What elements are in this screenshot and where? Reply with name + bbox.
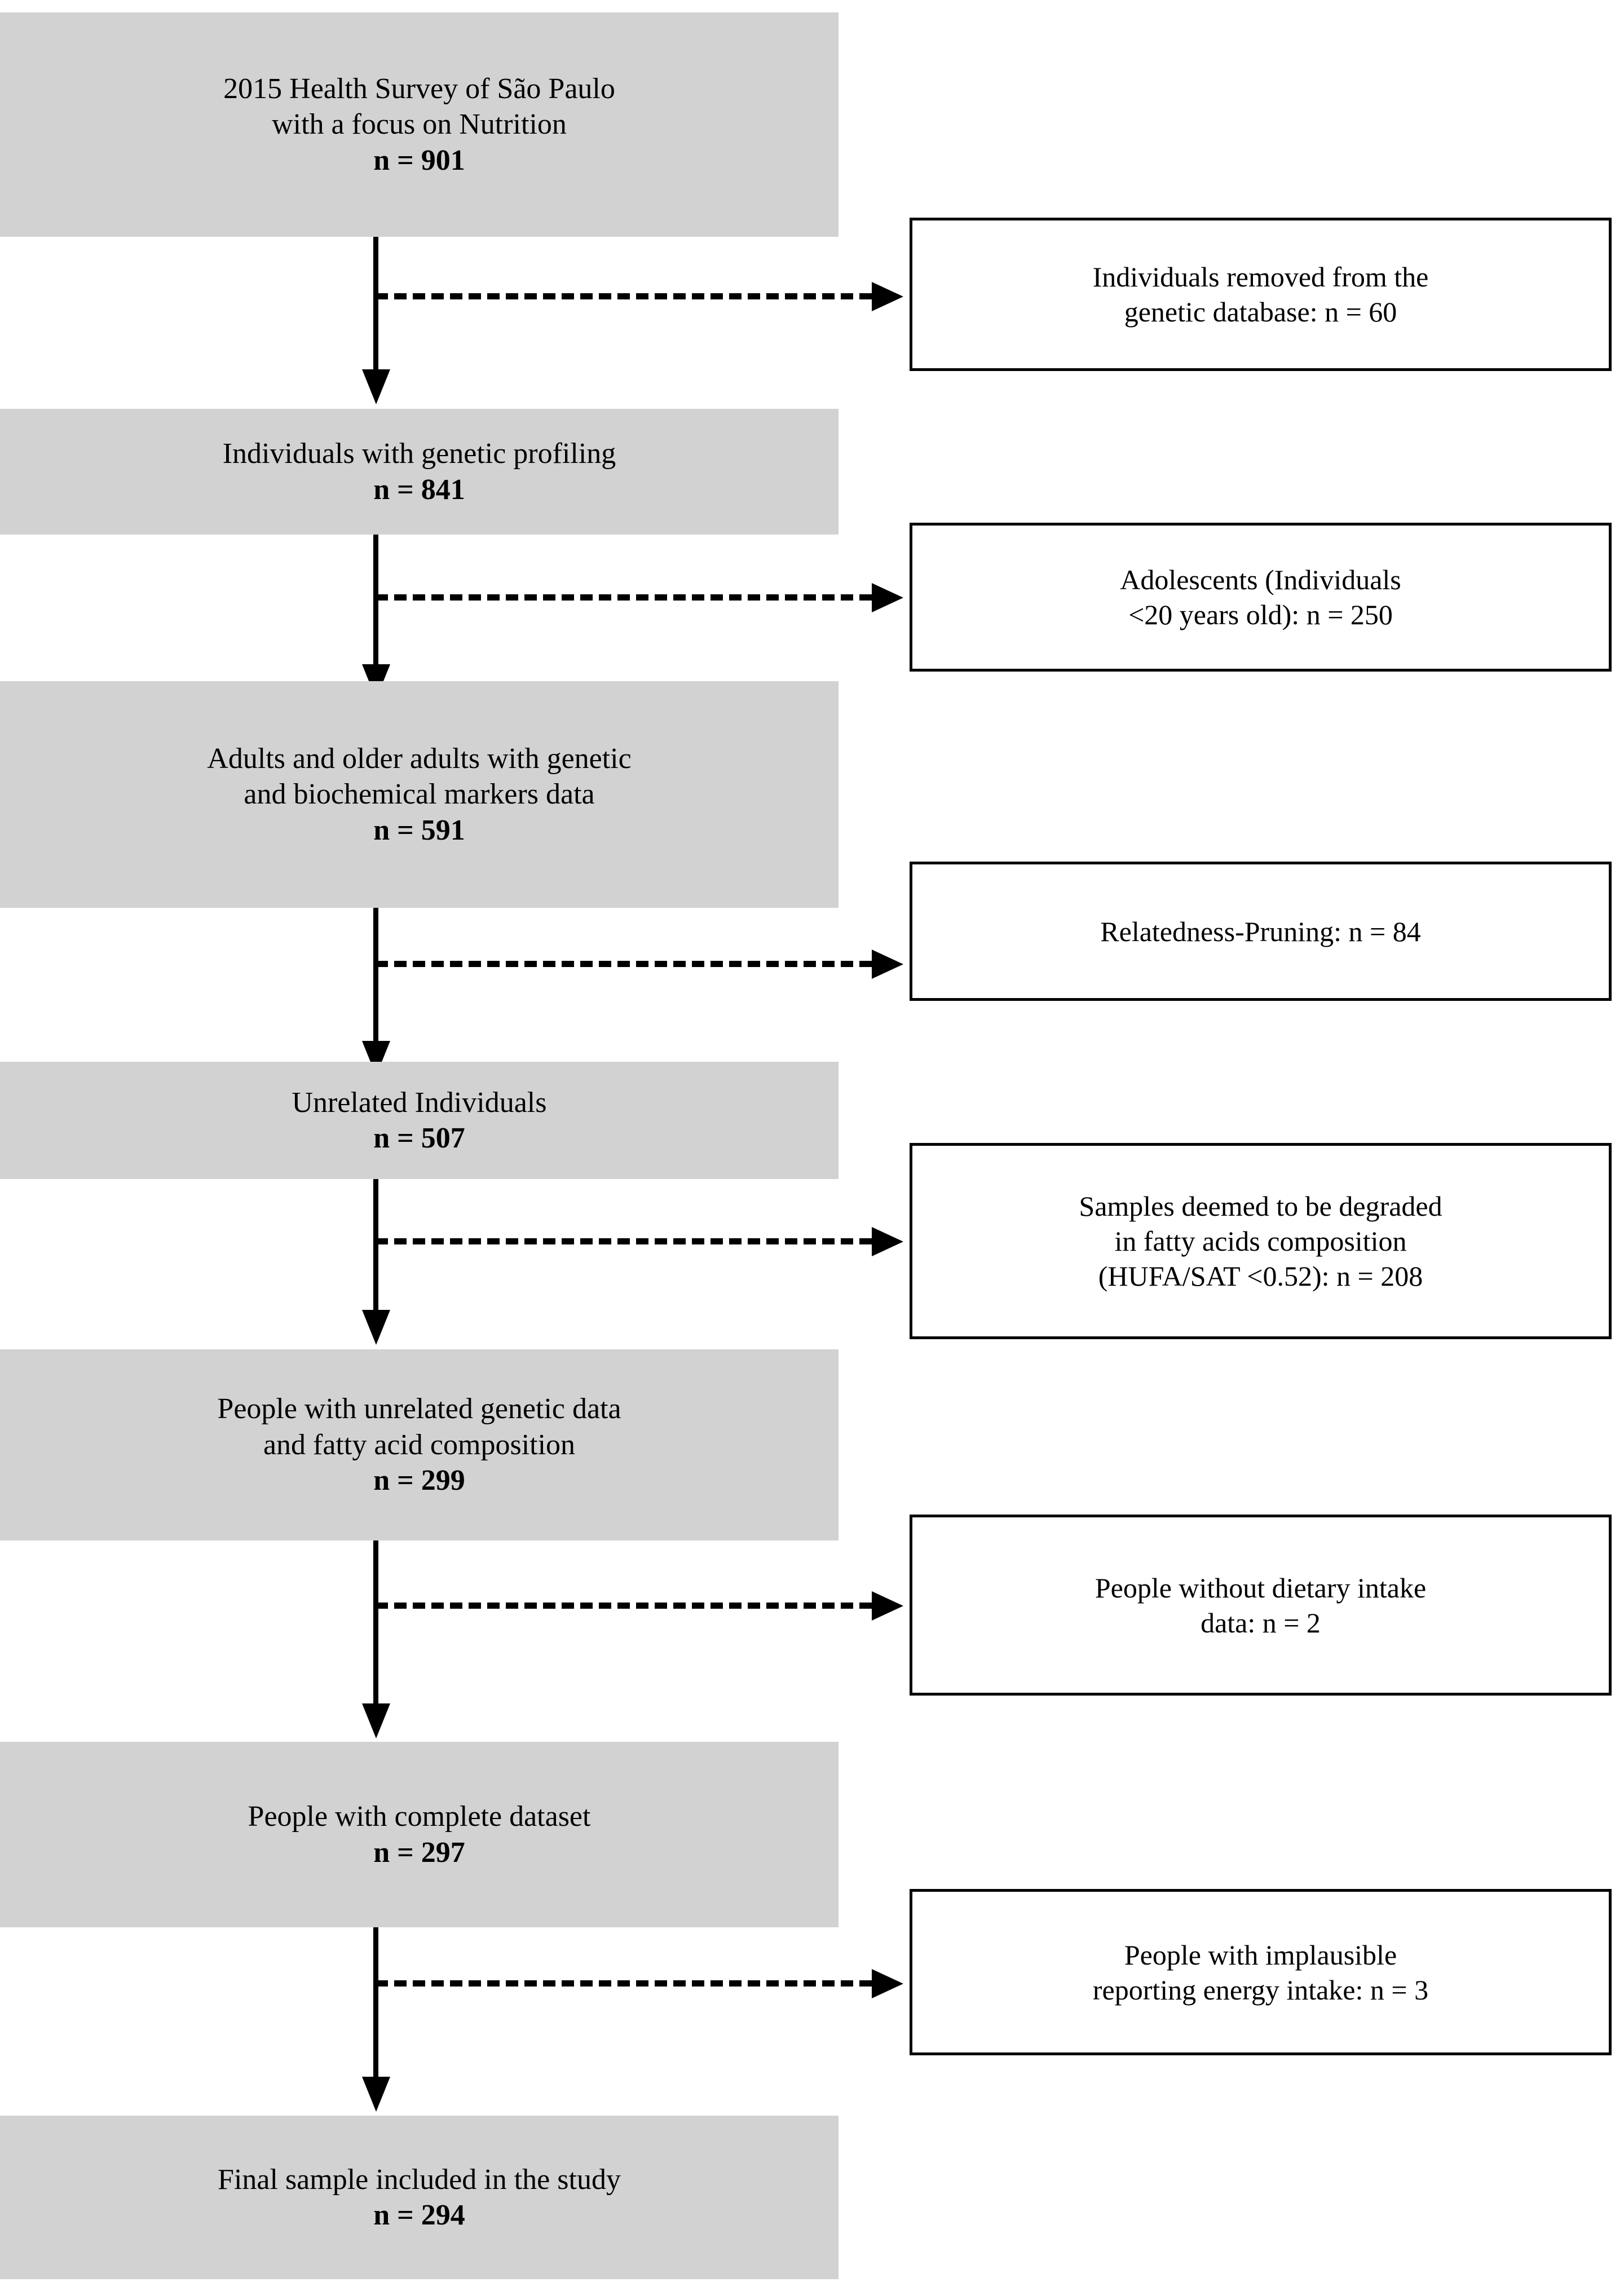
node-complete-dataset: People with complete dataset n = 297 [0,1742,839,1927]
node-fatty-acid: People with unrelated genetic data and f… [0,1349,839,1540]
connector-3-line [373,908,378,1045]
connector-1-line [373,237,378,374]
connector-4-line [373,1179,378,1314]
excl-implausible-energy: People with implausible reporting energy… [910,1889,1612,2055]
node-unrelated-line1: Unrelated Individuals [292,1086,547,1119]
connector-5-line [373,1540,378,1708]
exclusion-3-dashed-line [376,961,872,967]
node-fatty-acid-line1: People with unrelated genetic data [217,1393,621,1425]
excl-degraded-samples: Samples deemed to be degraded in fatty a… [910,1143,1612,1339]
exclusion-5-dashed-line [376,1603,872,1609]
connector-4-arrowhead [362,1310,390,1345]
exclusion-3-arrowhead [872,950,903,979]
excl-no-dietary-intake: People without dietary intake data: n = … [910,1515,1612,1696]
excl-adolescents-line1: Adolescents (Individuals [1120,564,1401,595]
node-genetic-profiling: Individuals with genetic profiling n = 8… [0,409,839,535]
excl-removed-genetic-db-line1: Individuals removed from the [1092,261,1429,293]
exclusion-5-arrowhead [872,1591,903,1621]
excl-implausible-energy-line2: reporting energy intake: n = 3 [1092,1974,1429,2006]
node-adults-markers-n: n = 591 [373,814,465,846]
excl-degraded-samples-line2: in fatty acids composition [1114,1225,1407,1257]
node-survey-line2: with a focus on Nutrition [272,108,567,141]
node-survey-line1: 2015 Health Survey of São Paulo [223,72,615,105]
node-final-sample-n: n = 294 [373,2199,465,2231]
node-final-sample: Final sample included in the study n = 2… [0,2116,839,2279]
node-final-sample-line1: Final sample included in the study [218,2163,621,2196]
node-unrelated: Unrelated Individuals n = 507 [0,1062,839,1179]
connector-6-line [373,1927,378,2081]
node-survey-n: n = 901 [373,144,465,176]
node-complete-dataset-line1: People with complete dataset [248,1800,591,1833]
exclusion-6-arrowhead [872,1969,903,1998]
connector-1-arrowhead [362,369,390,404]
excl-adolescents: Adolescents (Individuals <20 years old):… [910,523,1612,672]
exclusion-1-arrowhead [872,282,903,311]
node-genetic-profiling-line1: Individuals with genetic profiling [222,438,616,470]
excl-degraded-samples-line1: Samples deemed to be degraded [1079,1190,1442,1222]
excl-relatedness-pruning-line1: Relatedness-Pruning: n = 84 [1100,915,1421,947]
node-survey: 2015 Health Survey of São Paulo with a f… [0,12,839,237]
exclusion-1-dashed-line [376,293,872,299]
node-fatty-acid-line2: and fatty acid composition [263,1428,576,1461]
node-complete-dataset-n: n = 297 [373,1836,465,1869]
connector-2-line [373,535,378,669]
node-adults-markers: Adults and older adults with genetic and… [0,681,839,908]
node-unrelated-n: n = 507 [373,1122,465,1154]
excl-adolescents-line2: <20 years old): n = 250 [1128,599,1393,630]
node-adults-markers-line2: and biochemical markers data [244,778,595,811]
exclusion-4-dashed-line [376,1238,872,1244]
exclusion-2-arrowhead [872,583,903,612]
excl-relatedness-pruning: Relatedness-Pruning: n = 84 [910,862,1612,1001]
node-fatty-acid-n: n = 299 [373,1464,465,1497]
excl-implausible-energy-line1: People with implausible [1124,1939,1397,1971]
exclusion-4-arrowhead [872,1227,903,1256]
excl-degraded-samples-line3: (HUFA/SAT <0.52): n = 208 [1098,1260,1423,1292]
exclusion-6-dashed-line [376,1980,872,1987]
exclusion-2-dashed-line [376,594,872,601]
connector-5-arrowhead [362,1703,390,1738]
excl-removed-genetic-db-line2: genetic database: n = 60 [1124,296,1397,328]
node-adults-markers-line1: Adults and older adults with genetic [207,742,632,775]
node-genetic-profiling-n: n = 841 [373,473,465,506]
excl-no-dietary-intake-line2: data: n = 2 [1201,1606,1321,1639]
excl-removed-genetic-db: Individuals removed from the genetic dat… [910,218,1612,371]
excl-no-dietary-intake-line1: People without dietary intake [1095,1572,1427,1604]
connector-6-arrowhead [362,2077,390,2112]
